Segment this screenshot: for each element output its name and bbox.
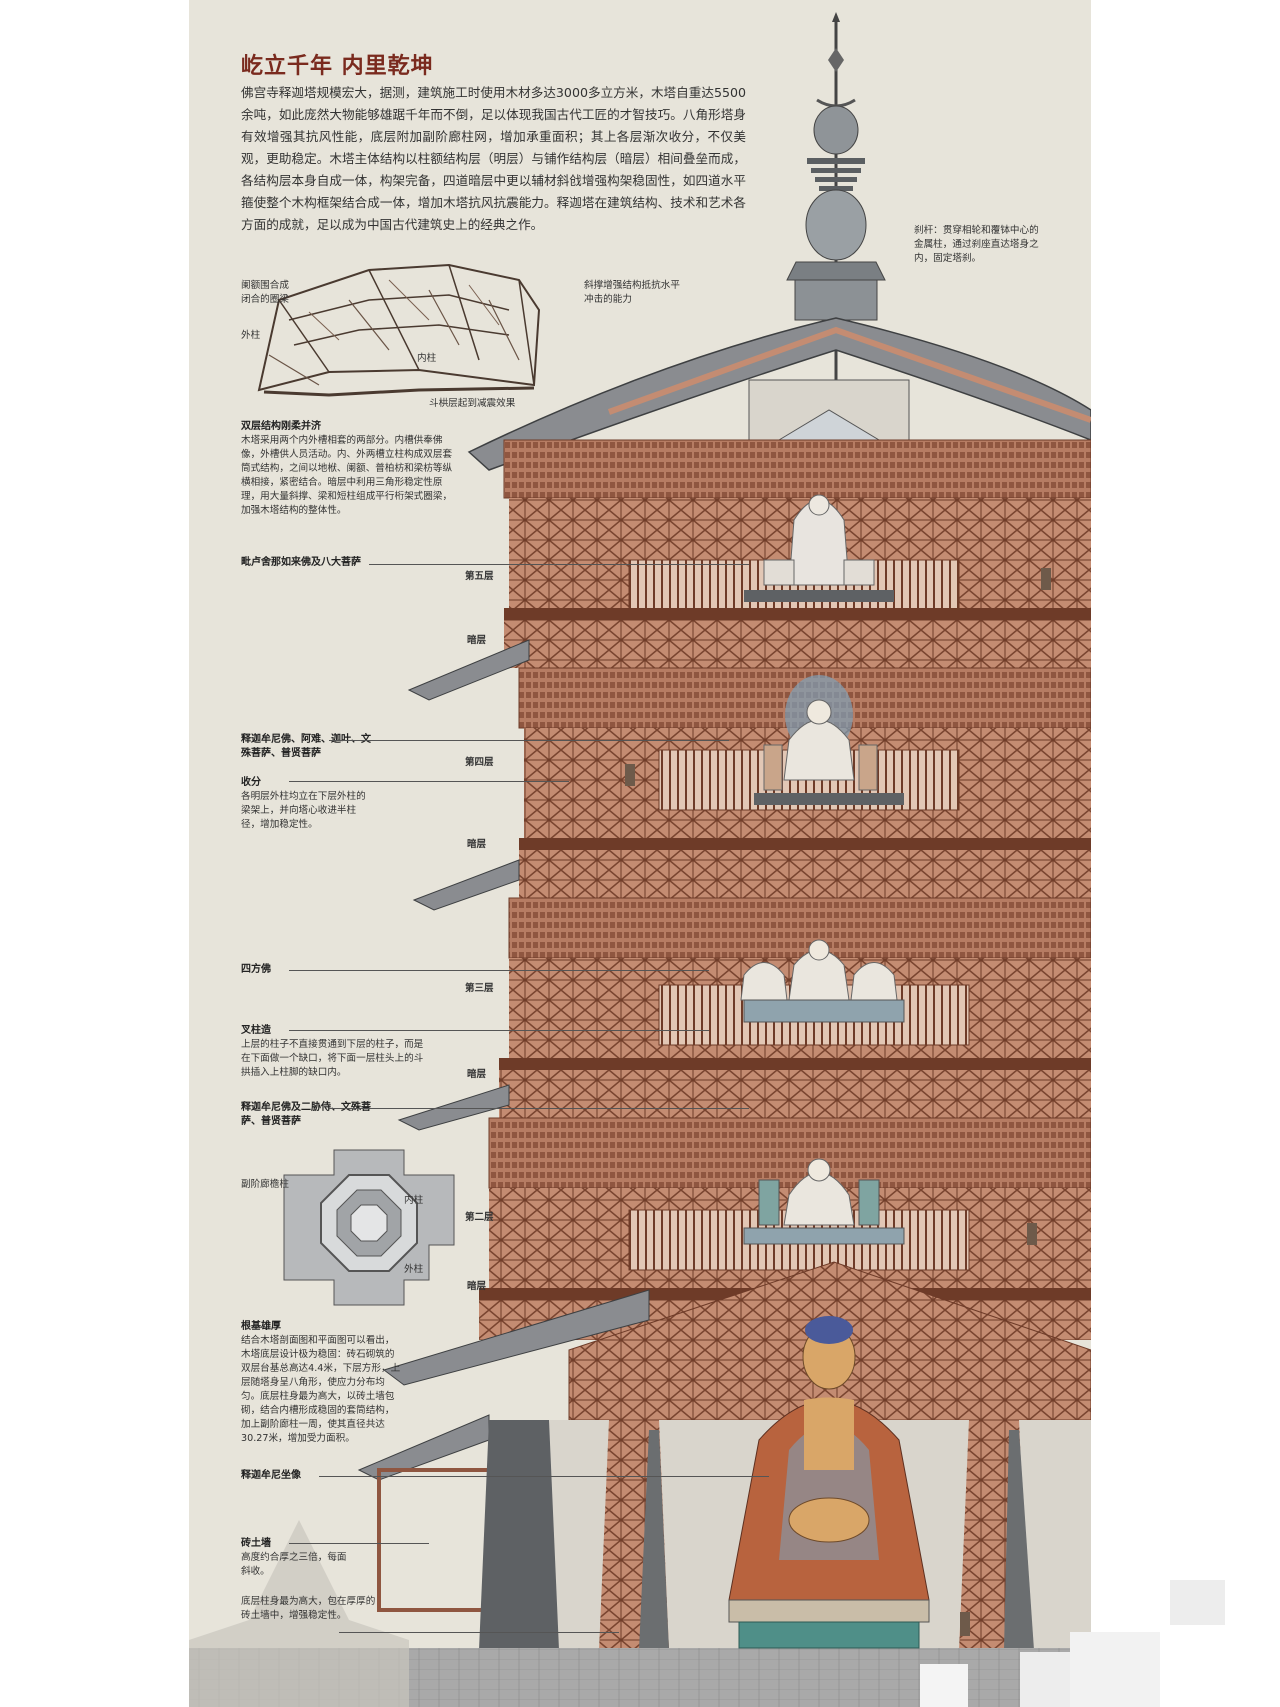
seated-shakyamuni-statue (728, 1316, 930, 1649)
leader-line (289, 970, 709, 971)
leader-line (319, 1476, 769, 1477)
pagoda-cross-section-illustration (189, 12, 1091, 1707)
label-brace: 斜撑增强结构抵抗水平冲击的能力 (584, 280, 680, 305)
leader-line (369, 564, 749, 565)
second-floor-statue-group (743, 1158, 905, 1245)
note-heading: 根基雄厚 (241, 1321, 281, 1332)
label-vairocana: 毗卢舍那如来佛及八大菩萨 (241, 557, 361, 568)
label-outer-column: 外柱 (241, 330, 261, 341)
note-heading: 叉柱造 (241, 1025, 271, 1036)
label-peristyle-column: 副阶廊檐柱 (241, 1179, 289, 1190)
spire (786, 12, 886, 400)
spire-note: 刹杆：贯穿相轮和覆钵中心的金属柱，通过刹座直达塔身之内，固定塔刹。 (914, 225, 1039, 264)
floor-label-3: 第三层 (465, 983, 494, 994)
note-heading: 收分 (241, 777, 261, 788)
note-chazhuzao: 叉柱造 上层的柱子不直接贯通到下层的柱子，而是在下面做一个缺口，将下面一层柱头上… (241, 1024, 431, 1080)
third-floor-statue-group (740, 939, 905, 1023)
floor-label-5: 第五层 (465, 571, 494, 582)
note-body: 上层的柱子不直接贯通到下层的柱子，而是在下面做一个缺口，将下面一层柱头上的斗拱插… (241, 1039, 424, 1078)
fourth-floor-statue-group (754, 675, 904, 805)
statues (625, 494, 1051, 1649)
label-plan-inner-column: 内柱 (404, 1195, 424, 1206)
note-solid-foundation: 根基雄厚 结合木塔剖面图和平面图可以看出，木塔底层设计极为稳固：砖石砌筑的双层台… (241, 1320, 401, 1446)
blur-patch (1020, 1652, 1075, 1707)
intro-paragraph: 佛宫寺释迦塔规模宏大，据测，建筑施工时使用木材多达3000多立方米，木塔自重达5… (241, 85, 746, 232)
label-plan-outer-column: 外柱 (404, 1264, 424, 1275)
note-heading: 双层结构刚柔并济 (241, 421, 321, 432)
label-inner-column: 内柱 (417, 353, 437, 364)
fifth-floor-statue-group (744, 494, 894, 602)
lower-left-pagoda-silhouette (189, 1520, 409, 1707)
leader-line (289, 1030, 709, 1031)
floor-label-mezzanine-4: 暗层 (467, 635, 487, 646)
leader-line (329, 1108, 749, 1109)
leader-line (339, 1632, 619, 1633)
floor-label-mezzanine-2: 暗层 (467, 1069, 487, 1080)
note-brick-earth-wall: 砖土墙 高度约合厚之三倍，每面斜收。 (241, 1537, 351, 1579)
blur-patch (1170, 1580, 1225, 1625)
note-double-layer-structure: 双层结构刚柔并济 木塔采用两个内外槽相套的两部分。内槽供奉佛像，外槽供人员活动。… (241, 420, 461, 518)
label-ring-beam: 阑额围合成闭合的圈梁 (241, 280, 289, 305)
blur-patch (1070, 1632, 1160, 1707)
page-title: 屹立千年 内里乾坤 (241, 53, 434, 79)
note-base-columns: 底层柱身最为高大，包在厚厚的砖土墙中，增强稳定性。 (241, 1596, 376, 1621)
frame-diagram (257, 263, 541, 397)
poster: 屹立千年 内里乾坤 佛宫寺释迦塔规模宏大，据测，建筑施工时使用木材多达3000多… (189, 0, 1091, 1707)
note-body: 各明层外柱均立在下层外柱的梁架上，并向塔心收进半柱径，增加稳定性。 (241, 791, 366, 830)
leader-line (289, 1543, 429, 1544)
floor-label-2: 第二层 (465, 1212, 494, 1223)
note-body: 结合木塔剖面图和平面图可以看出，木塔底层设计极为稳固：砖石砌筑的双层台基总高达4… (241, 1335, 401, 1444)
label-four-buddhas: 四方佛 (241, 964, 271, 975)
floor-label-4: 第四层 (465, 757, 494, 768)
label-second-floor-statues: 释迦牟尼佛及二胁侍、文殊菩萨、普贤菩萨 (241, 1102, 371, 1127)
leader-line (329, 740, 729, 741)
note-body: 木塔采用两个内外槽相套的两部分。内槽供奉佛像，外槽供人员活动。内、外两槽立柱构成… (241, 435, 453, 516)
label-seated-shakyamuni: 释迦牟尼坐像 (241, 1470, 301, 1481)
label-dougong: 斗栱层起到减震效果 (429, 398, 516, 409)
floor-label-mezzanine-3: 暗层 (467, 839, 487, 850)
floor-label-mezzanine-1: 暗层 (467, 1281, 487, 1292)
leader-line (289, 781, 569, 782)
label-fourth-floor-statues: 释迦牟尼佛、阿难、迦叶、文殊菩萨、普贤菩萨 (241, 734, 371, 759)
human-scale-figures (625, 568, 1051, 1636)
blur-patch (920, 1664, 968, 1707)
plan-diagram (283, 1149, 455, 1306)
note-shoufen: 收分 各明层外柱均立在下层外柱的梁架上，并向塔心收进半柱径，增加稳定性。 (241, 776, 371, 832)
note-heading: 砖土墙 (241, 1538, 271, 1549)
top-roof (467, 317, 1091, 471)
note-body: 高度约合厚之三倍，每面斜收。 (241, 1552, 347, 1577)
